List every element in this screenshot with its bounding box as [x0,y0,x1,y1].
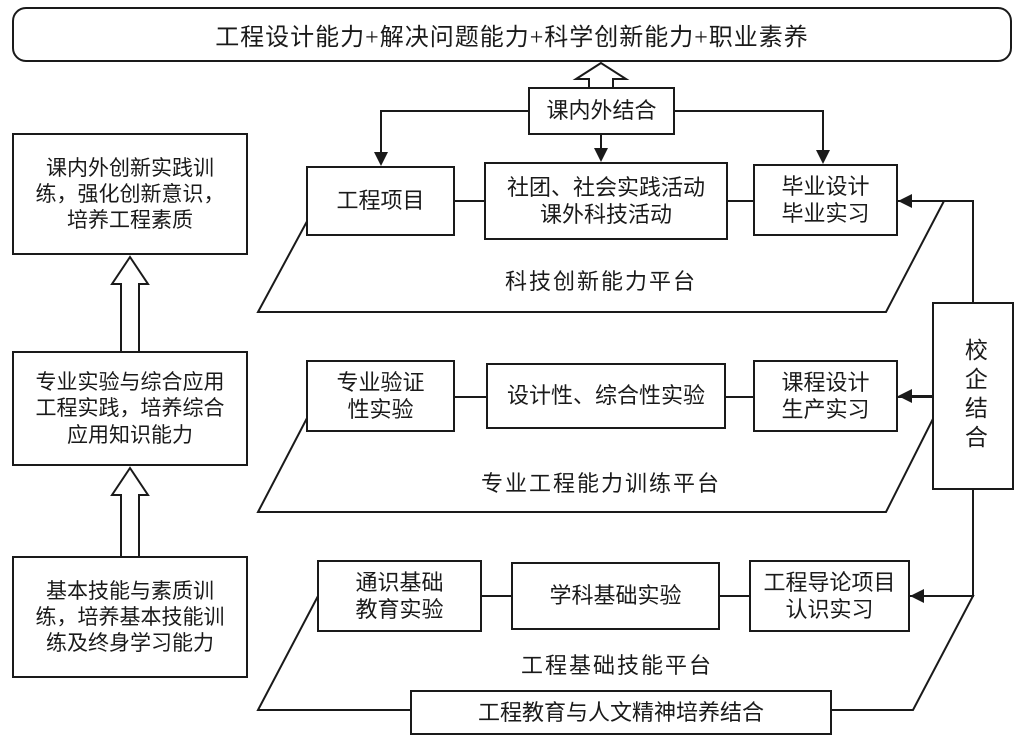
platform-3-label: 工程基础技能平台 [520,653,713,678]
arrowhead-left-row2 [898,389,912,403]
left-box-text: 专业实验与综合应用 工程实践，培养综合 应用知识能力 [35,370,225,447]
row2-box-course-design-production-internship: 课程设计 生产实习 [753,360,898,432]
row3-box-engineering-introduction-internship: 工程导论项目 认识实习 [749,560,910,632]
row-box-text: 工程导论项目 认识实习 [763,569,896,623]
banner-outcome-box: 工程设计能力+解决问题能力+科学创新能力+职业素养 [12,7,1012,62]
arrowhead-left-row3 [910,589,924,603]
row3-box-discipline-basic-experiment: 学科基础实验 [511,562,720,630]
bottom-box-text: 工程教育与人文精神培养结合 [477,699,764,725]
row2-box-design-comprehensive-experiment: 设计性、综合性实验 [486,363,726,429]
row1-box-club-social-practice: 社团、社会实践活动 课外科技活动 [484,162,728,240]
left-box-basic-skills: 基本技能与素质训 练，培养基本技能训 练及终身学习能力 [12,556,248,678]
node-inside-outside-combination: 课内外结合 [528,87,675,135]
platform-1-label: 科技创新能力平台 [504,269,697,294]
row-box-text: 设计性、综合性实验 [506,383,705,409]
arrowhead-down-left [374,152,388,166]
platform-2-label: 专业工程能力训练平台 [480,471,721,496]
arrowhead-down-right [816,150,830,164]
row-box-text: 毕业设计 毕业实习 [781,173,870,227]
connector-enterprise-to-row3 [924,490,974,597]
left-box-innovation-practice: 课内外创新实践训 练，强化创新意识， 培养工程素质 [12,133,248,255]
row-box-text: 通识基础 教育实验 [355,569,444,623]
left-box-text: 课内外创新实践训 练，强化创新意识， 培养工程素质 [35,155,225,233]
arrowhead-down-middle [594,148,608,162]
block-arrow-left-lower [110,466,150,558]
vertical-box-text: 校企结合 [961,338,987,454]
box-engineering-education-humanities: 工程教育与人文精神培养结合 [410,690,832,735]
node-label: 课内外结合 [546,98,657,124]
block-arrow-left-upper [110,255,150,353]
row-box-text: 专业验证 性实验 [336,369,425,423]
box-school-enterprise-combination: 校企结合 [932,302,1014,490]
row-box-text: 社团、社会实践活动 课外科技活动 [506,174,705,228]
connector-enterprise-to-row1 [912,200,974,302]
row1-box-engineering-project: 工程项目 [306,166,455,236]
row1-box-graduation-design-internship: 毕业设计 毕业实习 [753,164,898,236]
row-box-text: 课程设计 生产实习 [781,369,870,423]
connector-combiner-left [380,110,528,153]
left-box-text: 基本技能与素质训 练，培养基本技能训 练及终身学习能力 [35,578,225,656]
left-box-professional-practice: 专业实验与综合应用 工程实践，培养综合 应用知识能力 [12,351,248,466]
row-box-text: 学科基础实验 [549,583,682,609]
row-box-text: 工程项目 [336,188,425,214]
arrowhead-left-row1 [898,194,912,208]
connector-combiner-right [675,110,824,151]
row2-box-professional-verification-experiment: 专业验证 性实验 [306,360,455,432]
row3-box-general-basic-education-experiment: 通识基础 教育实验 [317,560,482,632]
banner-text: 工程设计能力+解决问题能力+科学创新能力+职业素养 [215,25,809,51]
block-arrow-up-to-banner [572,61,630,89]
